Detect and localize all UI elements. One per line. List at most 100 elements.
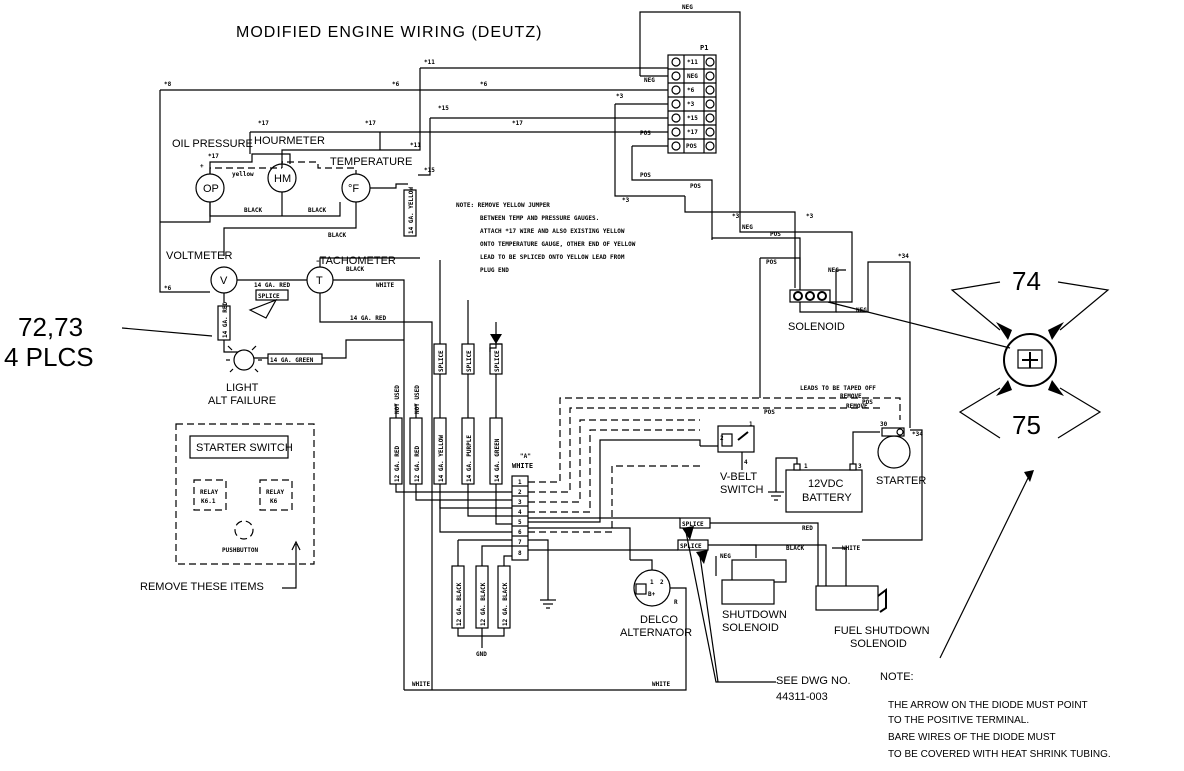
splice-label: SPLICE xyxy=(682,521,704,528)
relay-right-bottom: K6 xyxy=(270,498,278,505)
note-top: NOTE: REMOVE YELLOW JUMPER BETWEEN TEMP … xyxy=(456,202,636,274)
splice-label: SPLICE xyxy=(466,350,473,372)
arrow-icon xyxy=(996,322,1012,340)
note-line: NOTE: REMOVE YELLOW JUMPER xyxy=(456,202,550,209)
wire-label: *11 xyxy=(424,59,435,66)
diagram-title: MODIFIED ENGINE WIRING (DEUTZ) xyxy=(236,24,542,41)
diode-icon xyxy=(490,334,502,344)
wire-tag-label: 14 GA. GREEN xyxy=(494,438,501,482)
callout-arrow-icon xyxy=(682,526,694,540)
splice-label: SPLICE xyxy=(494,350,501,372)
battery-icon xyxy=(785,469,863,513)
yellow-jumper-label: yellow xyxy=(232,171,254,178)
note-line: ONTO TEMPERATURE GAUGE, OTHER END OF YEL… xyxy=(480,241,636,248)
starter-icon xyxy=(877,435,911,469)
connector-a-pin: 8 xyxy=(518,550,522,557)
battery-pin: 3 xyxy=(858,463,862,470)
connector-a-pin: 7 xyxy=(518,539,522,546)
battery: 1 3 12VDC BATTERY xyxy=(768,431,880,513)
solenoid: NEG NEG *34 SOLENOID POS xyxy=(759,253,1011,428)
connector-a-pin: 4 xyxy=(518,509,522,516)
battery-pin: 1 xyxy=(804,463,808,470)
hourmeter-label: HOURMETER xyxy=(254,135,325,147)
wire-label: *3 xyxy=(806,213,814,220)
note-line: THE ARROW ON THE DIODE MUST POINT xyxy=(888,700,1088,711)
wire-label: *11 xyxy=(410,142,421,149)
arrow-icon xyxy=(1048,380,1064,396)
dwg-ref-line1: SEE DWG NO. xyxy=(776,675,851,687)
wire-label: *15 xyxy=(424,167,435,174)
light-label-top: LIGHT xyxy=(226,382,259,394)
wire-label: *34 xyxy=(898,253,909,260)
arrow-icon xyxy=(996,380,1012,396)
vbelt-switch: 2 1 4 V-BELT SWITCH xyxy=(700,421,763,496)
vbelt-label-bottom: SWITCH xyxy=(720,484,763,496)
note-line: PLUG END xyxy=(480,267,509,274)
wire-label: *17 xyxy=(512,120,523,127)
alternator-label-top: DELCO xyxy=(640,614,678,626)
wire-label: *34 xyxy=(912,431,923,438)
oil-pressure-symbol: OP xyxy=(203,183,219,195)
p1-pin-label: *17 xyxy=(687,129,698,136)
starter-label: STARTER xyxy=(876,475,926,487)
wire-label: NEG xyxy=(828,267,839,274)
wire-label: NEG xyxy=(644,77,655,84)
p1-pin-label: *15 xyxy=(687,115,698,122)
temperature-label: TEMPERATURE xyxy=(330,156,412,168)
wire-tag xyxy=(267,353,323,365)
splice-label: SPLICE xyxy=(258,293,280,300)
note-line: TO THE POSITIVE TERMINAL. xyxy=(888,715,1029,726)
callout-arrow-icon xyxy=(696,550,708,564)
battery-label-bottom: BATTERY xyxy=(802,492,852,504)
p1-pin-label: *11 xyxy=(687,59,698,66)
relay-right-top: RELAY xyxy=(266,489,284,496)
wire-label: *3 xyxy=(732,213,740,220)
callout-ref-72-73: 72,73 xyxy=(18,312,83,342)
starter-note-remove: REMOVE xyxy=(846,403,868,410)
wire-label: BLACK xyxy=(346,266,364,273)
vbelt-label-top: V-BELT xyxy=(720,471,757,483)
shutdown-label-top: SHUTDOWN xyxy=(722,609,787,621)
connector-a-pin: 6 xyxy=(518,529,522,536)
wire-label: POS xyxy=(764,409,775,416)
connector-a-label-top: "A" xyxy=(520,453,531,460)
light-rays-icon xyxy=(226,345,262,373)
light-bulb-icon xyxy=(233,349,255,371)
wire-label: *6 xyxy=(480,81,488,88)
wire-label: 14 GA. RED xyxy=(350,315,387,322)
alt-pin-1: 1 xyxy=(650,579,654,586)
remove-items-label: REMOVE THESE ITEMS xyxy=(140,581,264,593)
alternator-label-bottom: ALTERNATOR xyxy=(620,627,692,639)
wire-label: NEG xyxy=(682,4,693,11)
oil-pressure-label: OIL PRESSURE xyxy=(172,138,253,150)
solenoid-label: SOLENOID xyxy=(788,321,845,333)
wire-label: GND xyxy=(476,651,487,658)
p1-pin-label: POS xyxy=(686,143,697,150)
diode-connector-icon xyxy=(1003,333,1057,387)
vertical-wire-tags: SPLICE SPLICE SPLICE 12 GA. RED 12 GA. R… xyxy=(389,322,511,629)
connector-a: "A" WHITE 1 2 3 4 5 6 7 8 xyxy=(511,453,556,609)
connector-a-pin: 2 xyxy=(518,489,522,496)
callout-ref-74: 74 xyxy=(1012,266,1041,296)
p1-pin-rows: *11 NEG *6 *3 *15 *17 POS xyxy=(668,57,716,151)
connector-a-pin: 5 xyxy=(518,519,522,526)
harness-wires: GND WHITE WHITE xyxy=(395,260,687,691)
p1-pin-label: *6 xyxy=(687,87,695,94)
alt-failure-light: 14 GA. RED 14 GA. GREEN LIGHT ALT FAILUR… xyxy=(208,301,404,407)
wire-label: BLACK xyxy=(308,207,326,214)
vbelt-pin: 1 xyxy=(749,421,753,428)
tachometer-symbol: T xyxy=(316,275,323,287)
connector-a-pin: 3 xyxy=(518,499,522,506)
starter-note-remove: REMOVE xyxy=(840,393,862,400)
wire-tag-label: 14 GA. YELLOW xyxy=(408,187,415,234)
wire-label: *17 xyxy=(365,120,376,127)
alt-pin-r: R xyxy=(674,599,678,606)
connector-p1: P1 *11 NEG *6 *3 *15 *17 POS xyxy=(667,44,717,154)
wire-tag-label: 14 GA. RED xyxy=(222,301,229,338)
dashed-harness: POS POS LEADS TO BE TAPED OFF REMOVE REM… xyxy=(528,385,901,533)
relay-left-top: RELAY xyxy=(200,489,218,496)
lower-components: SPLICE SPLICE RED BLACK WHITE B+ R 1 2 D… xyxy=(528,517,930,650)
p1-body xyxy=(667,54,717,154)
